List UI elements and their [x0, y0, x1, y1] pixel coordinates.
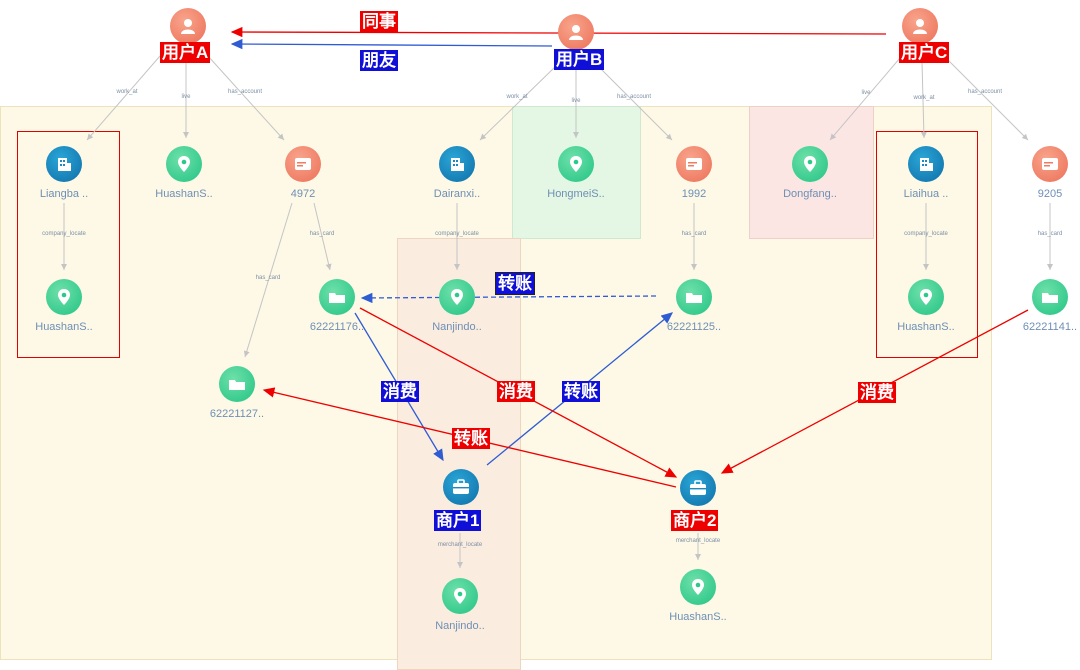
tag-transfer-m1-to-62221125: 转账 [562, 381, 600, 402]
building-icon [908, 146, 944, 182]
edge-label-has_card: has_card [681, 231, 707, 237]
edge-label-work_at: work_at [913, 95, 935, 101]
user-icon [902, 8, 938, 44]
edge-label-company_locate: company_locate [435, 231, 479, 237]
edge-userB-work_at [479, 65, 557, 141]
edge-userC-has_account [943, 55, 1029, 141]
location-pin-icon [680, 569, 716, 605]
edge-label-live: live [181, 94, 191, 100]
building-icon [439, 146, 475, 182]
node-label: HuashanS.. [35, 321, 93, 333]
edge-userA-has_account [207, 55, 285, 141]
node-label: HuashanS.. [669, 611, 727, 623]
merchant-2-label: 商户2 [671, 510, 719, 531]
edge-label-has_account: has_account [967, 89, 1003, 95]
user-icon [170, 8, 206, 44]
edge-userB-has_account [597, 65, 673, 141]
building-icon [46, 146, 82, 182]
folder-icon [676, 279, 712, 315]
location-pin-icon [558, 146, 594, 182]
location-pin-icon [166, 146, 202, 182]
node-label: 4972 [290, 188, 316, 200]
edge-friend-b-to-a [230, 38, 553, 50]
tag-transfer-to-62221176: 转账 [495, 272, 535, 295]
highlight-box-a [17, 131, 120, 358]
highlight-box-c [876, 131, 978, 358]
location-pin-icon [908, 279, 944, 315]
edge-4972-has_card-a [313, 202, 332, 271]
node-label: Dongfang.. [783, 188, 837, 200]
node-label: 9205 [1037, 188, 1063, 200]
node-label: Nanjindo.. [432, 321, 482, 333]
node-label: 62221125.. [666, 321, 722, 333]
node-label: Liangba .. [39, 188, 89, 200]
user-a-label: 用户A [160, 42, 211, 63]
account-card-icon [676, 146, 712, 182]
edge-label-live: live [861, 90, 871, 96]
user-b-label: 用户B [554, 49, 605, 70]
account-card-icon [285, 146, 321, 182]
edge-label-has_card: has_card [1037, 231, 1063, 237]
user-c-label: 用户C [899, 42, 950, 63]
tag-consume-m2-from-62221141: 消费 [858, 382, 896, 403]
folder-icon [219, 366, 255, 402]
node-label: 62221141.. [1022, 321, 1078, 333]
relation-friend-label: 朋友 [360, 50, 398, 71]
edge-label-company_locate: company_locate [42, 231, 86, 237]
edge-label-merchant_locate: merchant_locate [675, 538, 721, 544]
account-card-icon [1032, 146, 1068, 182]
edge-label-merchant_locate: merchant_locate [437, 542, 483, 548]
relation-colleague-label: 同事 [360, 11, 398, 32]
edge-label-has_card: has_card [255, 275, 281, 281]
edge-label-company_locate: company_locate [904, 231, 948, 237]
merchant-1-label: 商户1 [434, 510, 482, 531]
node-label: Liaihua .. [903, 188, 949, 200]
node-label: HongmeiS.. [547, 188, 605, 200]
tag-consume-m1: 消费 [381, 381, 419, 402]
edge-label-live: live [571, 98, 581, 104]
edge-label-has_card: has_card [309, 231, 335, 237]
edge-4972-has_card-b [243, 202, 293, 358]
structural-edges [61, 55, 1053, 568]
location-pin-icon [792, 146, 828, 182]
node-label: 62221127.. [209, 408, 265, 420]
edge-userA-work_at [86, 55, 161, 141]
edge-userC-live [829, 57, 901, 141]
node-label: Dairanxi.. [433, 188, 481, 200]
location-pin-icon [439, 279, 475, 315]
briefcase-icon [443, 469, 479, 505]
tag-consume-m2-from-62221176: 消费 [497, 381, 535, 402]
folder-icon [1032, 279, 1068, 315]
node-label: Nanjindo.. [435, 620, 485, 632]
tag-transfer-m2-to-62221127: 转账 [452, 428, 490, 449]
edge-userC-work_at [920, 61, 927, 139]
location-pin-icon [442, 578, 478, 614]
edge-transfer-1992card-to-62221176 [360, 292, 657, 304]
briefcase-icon [680, 470, 716, 506]
edge-label-work_at: work_at [116, 89, 138, 95]
node-label: 62221176.. [309, 321, 365, 333]
edge-label-has_account: has_account [616, 94, 652, 100]
location-pin-icon [46, 279, 82, 315]
folder-icon [319, 279, 355, 315]
user-icon [558, 14, 594, 50]
edge-label-has_account: has_account [227, 89, 263, 95]
edge-label-work_at: work_at [506, 94, 528, 100]
node-label: 1992 [681, 188, 707, 200]
node-label: HuashanS.. [897, 321, 955, 333]
node-label: HuashanS.. [155, 188, 213, 200]
